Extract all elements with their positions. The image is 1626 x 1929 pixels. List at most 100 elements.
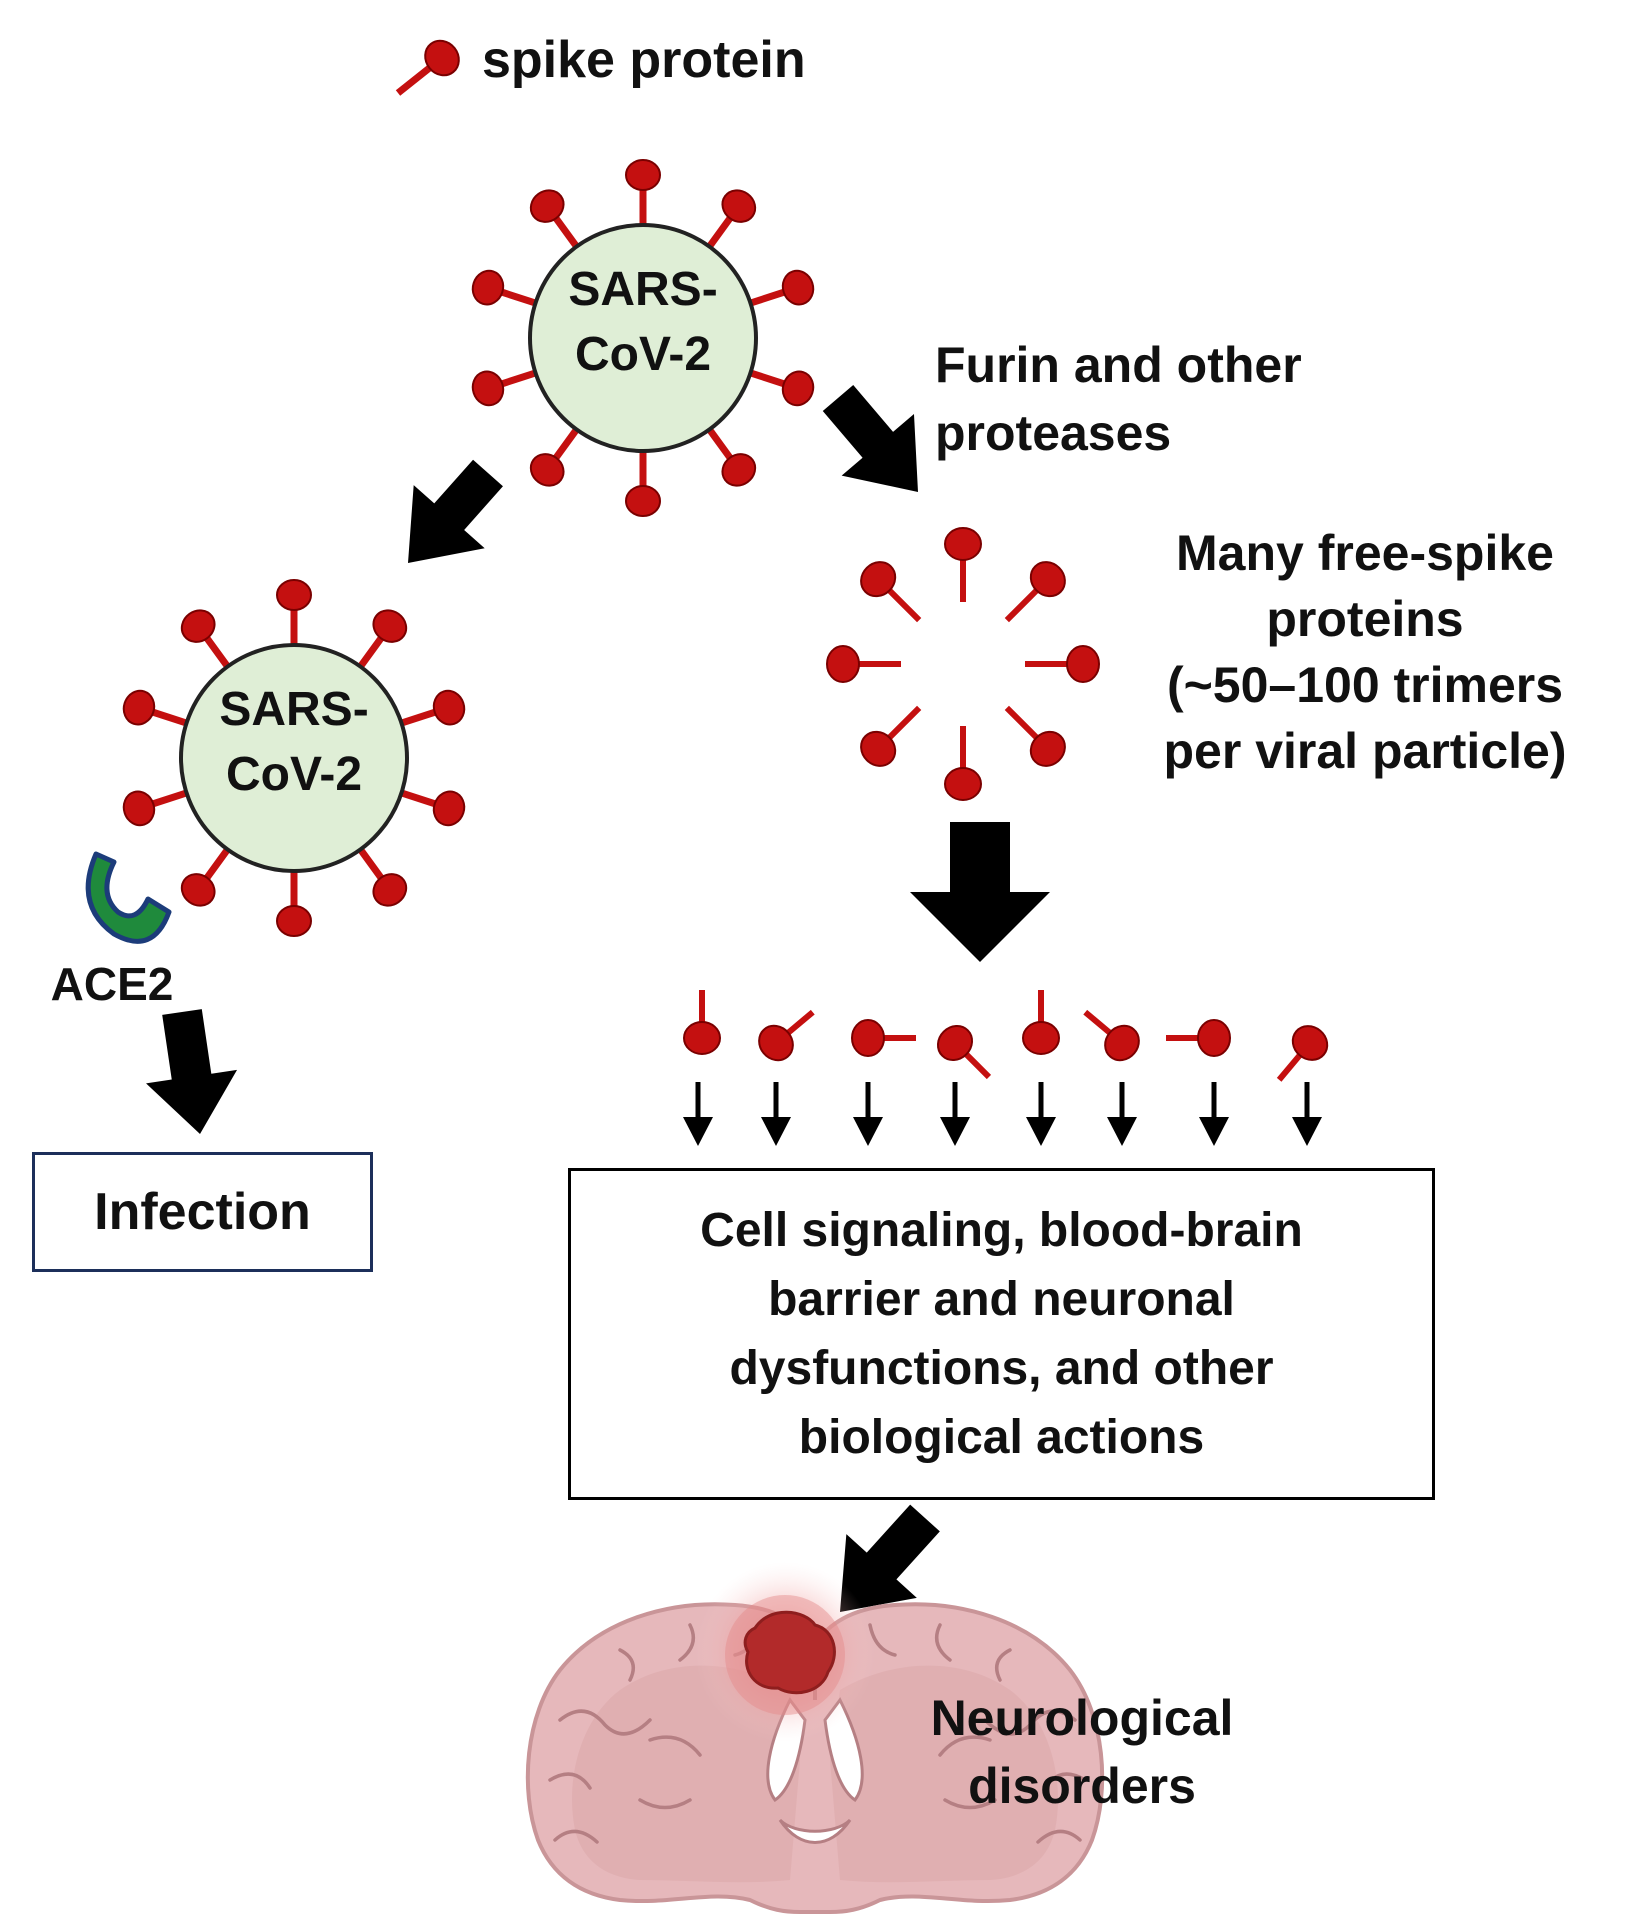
spike-head bbox=[424, 39, 460, 77]
spike-head bbox=[683, 1021, 721, 1055]
spike-protein-icon bbox=[1004, 705, 1066, 767]
spike-protein-icon bbox=[356, 845, 408, 907]
spike-protein-icon bbox=[936, 1024, 992, 1080]
virus-top-icon bbox=[471, 159, 815, 517]
spike-protein-icon bbox=[860, 705, 922, 767]
spike-protein-icon bbox=[747, 269, 815, 308]
virus-top-label-line1: SARS- bbox=[568, 263, 717, 316]
spike-head bbox=[432, 689, 466, 726]
spike-head bbox=[529, 189, 565, 223]
effects-line3: dysfunctions, and other bbox=[729, 1342, 1274, 1395]
free-spikes-line1: Many free-spike bbox=[1176, 525, 1554, 581]
arrow-to-free-spikes bbox=[822, 385, 918, 492]
effects-line1: Cell signaling, blood-brain bbox=[700, 1204, 1303, 1257]
spike-head bbox=[471, 269, 505, 306]
effects-line2: barrier and neuronal bbox=[768, 1273, 1235, 1326]
virus-top-label-line2: CoV-2 bbox=[575, 328, 711, 381]
small-arrow-row bbox=[683, 1082, 1322, 1146]
spike-head bbox=[529, 453, 565, 487]
spike-row bbox=[683, 990, 1329, 1082]
infection-box: Infection bbox=[32, 1152, 373, 1272]
spike-head bbox=[851, 1019, 885, 1057]
spike-head bbox=[826, 645, 860, 683]
spike-head bbox=[1066, 645, 1100, 683]
spike-head bbox=[944, 527, 982, 561]
effects-box: Cell signaling, blood-brain barrier and … bbox=[568, 1168, 1435, 1500]
spike-protein-icon bbox=[276, 579, 312, 647]
spike-head bbox=[860, 730, 897, 767]
spike-head bbox=[372, 609, 408, 643]
spike-protein-icon bbox=[122, 689, 190, 728]
spike-protein-icon bbox=[625, 449, 661, 517]
spike-head bbox=[781, 370, 815, 407]
infection-label: Infection bbox=[94, 1183, 311, 1241]
small-arrow-head bbox=[761, 1117, 791, 1146]
spike-head bbox=[860, 561, 897, 598]
spike-head bbox=[1197, 1019, 1231, 1057]
small-arrow-head bbox=[1107, 1117, 1137, 1146]
spike-protein-icon bbox=[471, 368, 539, 407]
spike-head bbox=[180, 873, 216, 907]
arrow-to-brain bbox=[840, 1504, 940, 1612]
effects-line4: biological actions bbox=[798, 1411, 1205, 1464]
spike-head bbox=[1291, 1025, 1329, 1061]
spike-protein-icon bbox=[1022, 990, 1060, 1055]
spike-head bbox=[721, 453, 757, 487]
free-spikes-line4: per viral particle) bbox=[1164, 723, 1567, 779]
spike-protein-icon bbox=[356, 609, 408, 671]
spike-head bbox=[1029, 561, 1066, 598]
spike-protein-icon bbox=[122, 788, 190, 827]
brain-outline bbox=[525, 1602, 1105, 1914]
spike-protein-icon bbox=[1025, 645, 1100, 683]
spike-protein-icon bbox=[944, 527, 982, 602]
spike-head bbox=[180, 609, 216, 643]
spike-head bbox=[276, 579, 312, 611]
spike-protein-icon bbox=[398, 788, 466, 827]
spike-protein-icon bbox=[625, 159, 661, 227]
spike-head bbox=[721, 189, 757, 223]
lesion-icon bbox=[743, 1610, 836, 1695]
spike-protein-icon bbox=[180, 845, 232, 907]
spike-protein-icon bbox=[276, 869, 312, 937]
spike-head bbox=[781, 269, 815, 306]
small-arrow-head bbox=[1026, 1117, 1056, 1146]
virus-left-label-line1: SARS- bbox=[219, 683, 368, 736]
outcome-line2: disorders bbox=[968, 1758, 1196, 1814]
spike-protein-icon bbox=[398, 689, 466, 728]
free-spikes-line2: proteins bbox=[1266, 591, 1463, 647]
spike-protein-icon bbox=[1004, 561, 1066, 623]
spike-head bbox=[1029, 730, 1066, 767]
ace2-receptor-icon bbox=[85, 851, 172, 944]
spike-head bbox=[372, 873, 408, 907]
spike-head bbox=[625, 159, 661, 191]
spike-protein-icon bbox=[851, 1019, 916, 1057]
spike-head bbox=[276, 905, 312, 937]
spike-head bbox=[1104, 1024, 1140, 1062]
spike-protein-icon bbox=[860, 561, 922, 623]
spike-protein-icon bbox=[758, 1009, 815, 1062]
brain-inner bbox=[572, 1665, 1058, 1883]
spike-protein-icon bbox=[826, 645, 901, 683]
spike-protein-icon bbox=[705, 189, 757, 251]
legend-spike-label: spike protein bbox=[482, 31, 806, 89]
virus-left-icon bbox=[122, 579, 466, 937]
proteases-line2: proteases bbox=[935, 405, 1171, 461]
virus-capsid bbox=[179, 643, 409, 873]
free-spike-ring bbox=[826, 527, 1100, 801]
ace2-label: ACE2 bbox=[51, 958, 174, 1010]
spike-protein-icon bbox=[1276, 1025, 1329, 1082]
arrow-to-spike-row bbox=[910, 822, 1050, 962]
spike-head bbox=[122, 689, 156, 726]
spike-protein-icon bbox=[1166, 1019, 1231, 1057]
spike-protein-icon bbox=[471, 269, 539, 308]
outcome-line1: Neurological bbox=[931, 1690, 1234, 1746]
spike-head bbox=[944, 767, 982, 801]
arrow-to-infection bbox=[146, 1009, 238, 1134]
spike-protein-icon bbox=[529, 189, 581, 251]
spike-head bbox=[471, 370, 505, 407]
arrow-group bbox=[146, 385, 1050, 1612]
spike-protein-icon bbox=[529, 425, 581, 487]
spike-protein-icon bbox=[705, 425, 757, 487]
small-arrow-head bbox=[940, 1117, 970, 1146]
